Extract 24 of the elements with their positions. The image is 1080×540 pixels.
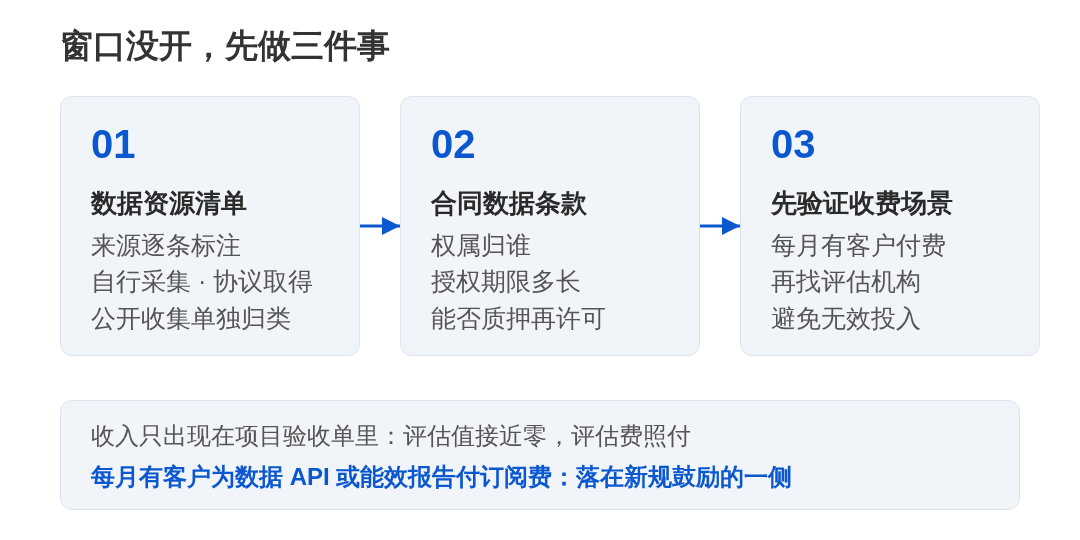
step-number: 01	[91, 122, 136, 166]
step-item: 能否质押再许可	[431, 303, 606, 334]
step-item: 授权期限多长	[431, 266, 581, 297]
step-item: 避免无效投入	[771, 303, 921, 334]
step-item: 再找评估机构	[771, 266, 921, 297]
title: 窗口没开，先做三件事	[60, 26, 390, 66]
step-heading: 合同数据条款	[431, 187, 587, 220]
step-number: 03	[771, 122, 816, 166]
note-text: 收入只出现在项目验收单里：评估值接近零，评估费照付	[91, 421, 691, 451]
step-item: 每月有客户付费	[771, 230, 946, 261]
highlight-text: 每月有客户为数据 API 或能效报告付订阅费：落在新规鼓励的一侧	[91, 462, 793, 492]
step-item: 公开收集单独归类	[91, 303, 291, 334]
step-item: 自行采集 · 协议取得	[91, 266, 314, 297]
arrow	[700, 217, 740, 235]
step-heading: 数据资源清单	[91, 187, 247, 220]
step-card	[740, 96, 1040, 356]
arrow	[360, 217, 400, 235]
step-card	[400, 96, 700, 356]
step-card	[60, 96, 360, 356]
step-item: 权属归谁	[431, 230, 531, 261]
step-item: 来源逐条标注	[91, 230, 241, 261]
step-heading: 先验证收费场景	[771, 187, 953, 220]
note-box	[60, 400, 1020, 510]
step-number: 02	[431, 122, 476, 166]
